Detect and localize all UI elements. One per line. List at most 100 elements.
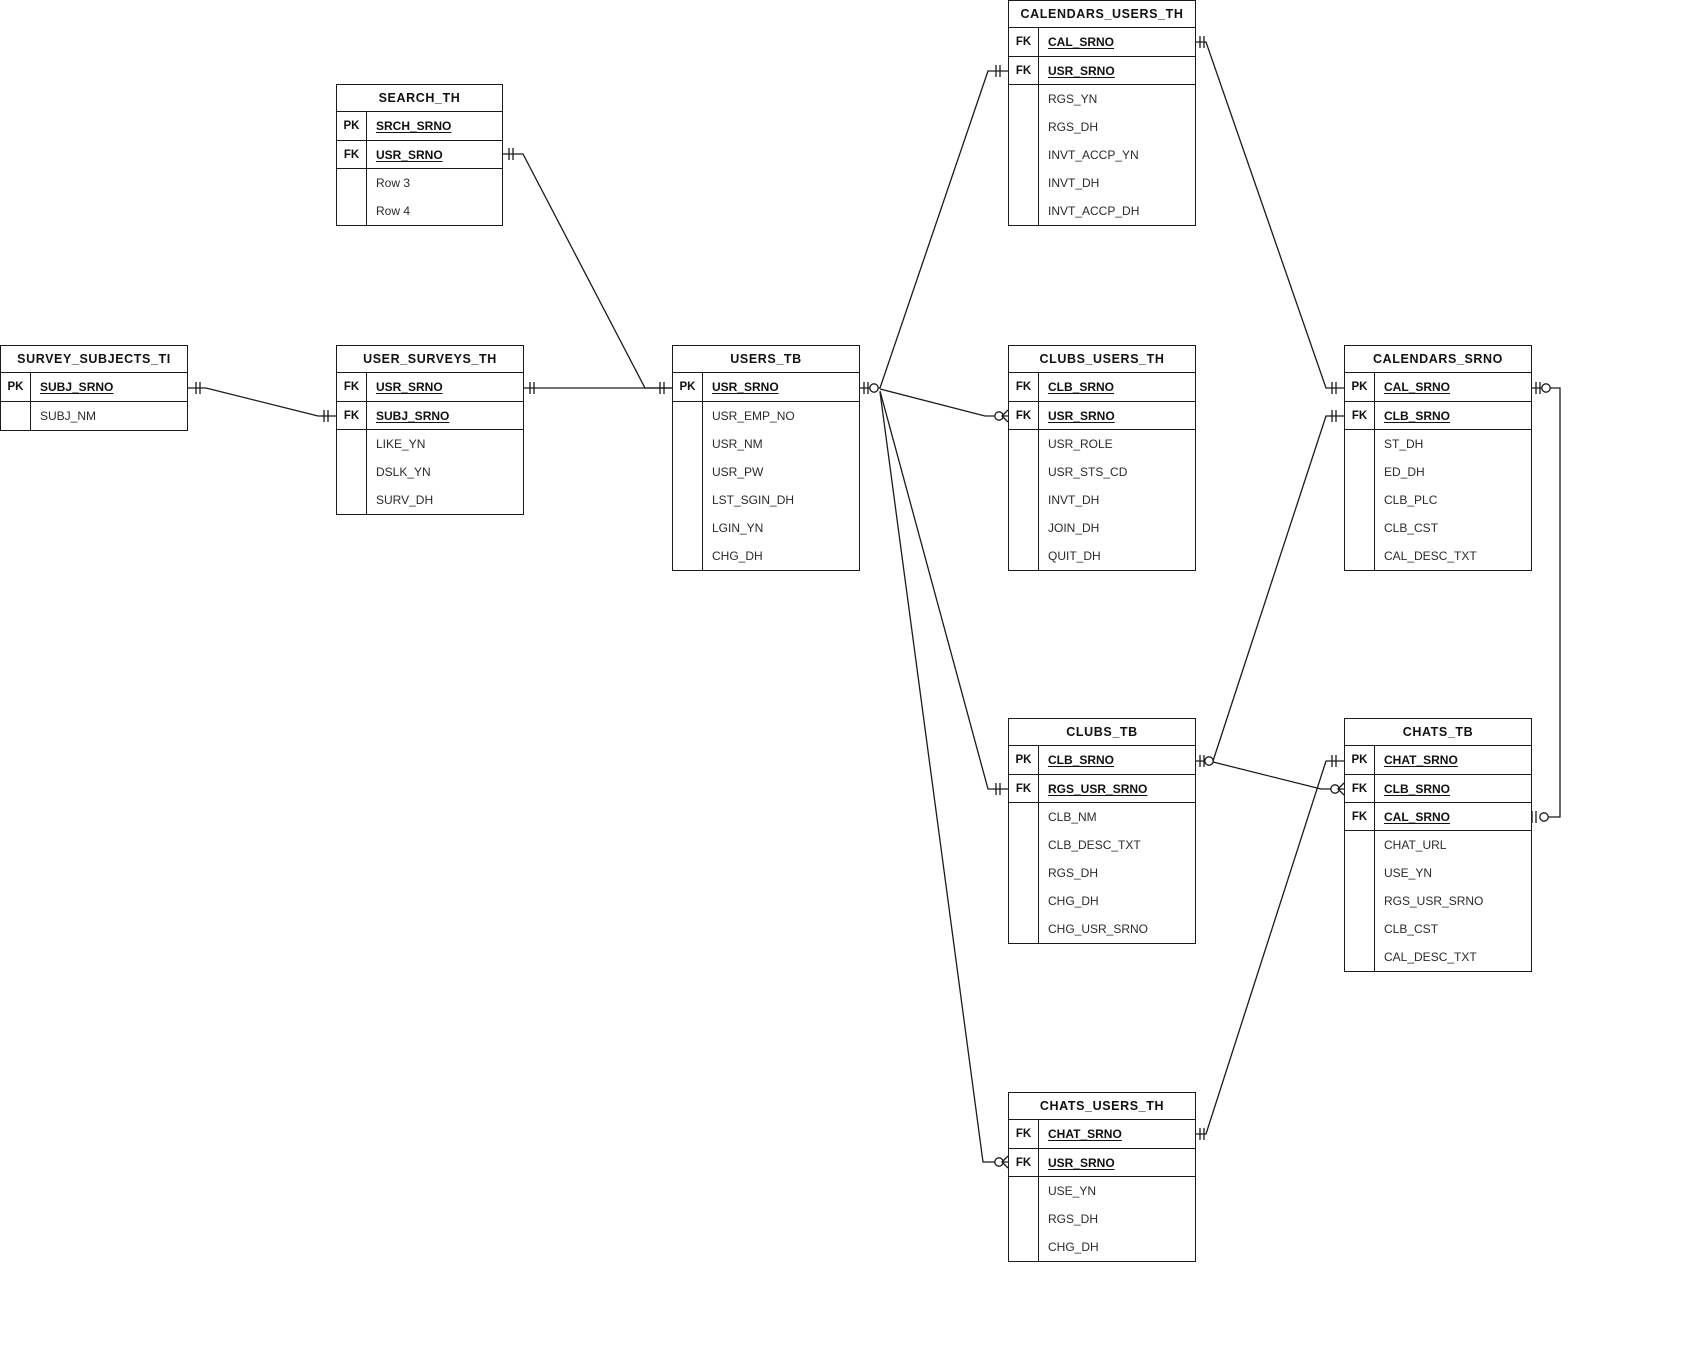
attribute-column-name: Row 3 [376,176,411,190]
attribute-row[interactable]: INVT_DH [1009,169,1195,197]
attribute-row[interactable]: SUBJ_NM [1,402,187,430]
non-key-attributes-block: Row 3 Row 4 [337,169,502,225]
rel-users-clubs-tb [879,390,1008,795]
rel-survey-subjects-user-surveys [188,382,336,422]
key-badge [337,169,367,197]
attribute-row[interactable]: QUIT_DH [1009,542,1195,570]
key-badge [1345,486,1375,514]
attribute-row[interactable]: LST_SGIN_DH [673,486,859,514]
attribute-row[interactable]: CHAT_URL [1345,831,1531,859]
rel-users-search [503,148,672,389]
attribute-row[interactable]: RGS_DH [1009,859,1195,887]
attribute-row[interactable]: CLB_NM [1009,803,1195,831]
attribute-row[interactable]: ST_DH [1345,430,1531,458]
key-badge [1009,803,1039,831]
key-badge: PK [337,112,367,140]
attribute-row[interactable]: CLB_DESC_TXT [1009,831,1195,859]
attribute-row[interactable]: JOIN_DH [1009,514,1195,542]
attribute-row[interactable]: INVT_DH [1009,486,1195,514]
key-column-name: SUBJ_SRNO [40,380,114,394]
key-badge [1009,197,1039,225]
attribute-row[interactable]: INVT_ACCP_DH [1009,197,1195,225]
rel-users-calendars-users [879,65,1008,389]
attribute-column-name: SUBJ_NM [40,409,97,423]
attribute-row[interactable]: USR_ROLE [1009,430,1195,458]
rel-chats-chats-users [1196,755,1344,1140]
attribute-row[interactable]: ED_DH [1345,458,1531,486]
key-badge: PK [1345,373,1375,401]
attribute-column-name: USR_PW [712,465,764,479]
attribute-row[interactable]: USE_YN [1009,1177,1195,1205]
attribute-row[interactable]: LGIN_YN [673,514,859,542]
attribute-row[interactable]: CLB_PLC [1345,486,1531,514]
attribute-row[interactable]: USR_STS_CD [1009,458,1195,486]
attribute-row[interactable]: Row 4 [337,197,502,225]
attribute-row[interactable]: USR_EMP_NO [673,402,859,430]
attribute-row[interactable]: RGS_DH [1009,113,1195,141]
entity-title: SURVEY_SUBJECTS_TI [1,346,187,373]
attribute-row[interactable]: Row 3 [337,169,502,197]
attribute-column-name: CHG_USR_SRNO [1048,922,1149,936]
attribute-row[interactable]: CHG_DH [1009,887,1195,915]
key-badge [1009,169,1039,197]
rel-clubs-calendars [1212,410,1344,762]
attribute-column-name: Row 4 [376,204,411,218]
attribute-row[interactable]: CAL_DESC_TXT [1345,943,1531,971]
attribute-column-name: RGS_DH [1048,120,1099,134]
attribute-row[interactable]: CAL_DESC_TXT [1345,542,1531,570]
attribute-row[interactable]: DSLK_YN [337,458,523,486]
attribute-column-name: CHG_DH [712,549,763,563]
non-key-attributes-block: SUBJ_NM [1,402,187,430]
attribute-row[interactable]: SURV_DH [337,486,523,514]
key-badge [673,402,703,430]
attribute-row[interactable]: CHG_USR_SRNO [1009,915,1195,943]
attribute-row[interactable]: RGS_DH [1009,1205,1195,1233]
attribute-row[interactable]: CLB_CST [1345,915,1531,943]
attribute-column-name: USR_ROLE [1048,437,1113,451]
attribute-row[interactable]: CHG_DH [1009,1233,1195,1261]
key-column-name: SUBJ_SRNO [376,408,450,423]
attribute-row[interactable]: LIKE_YN [337,430,523,458]
attribute-row[interactable]: USE_YN [1345,859,1531,887]
key-column-name: CLB_SRNO [1384,408,1451,423]
attribute-row[interactable]: CHG_DH [673,542,859,570]
attribute-row[interactable]: USR_PW [673,458,859,486]
attribute-row[interactable]: INVT_ACCP_YN [1009,141,1195,169]
attribute-row[interactable]: RGS_USR_SRNO [1345,887,1531,915]
key-badge [1345,831,1375,859]
attribute-row[interactable]: USR_NM [673,430,859,458]
attribute-row[interactable]: CLB_CST [1345,514,1531,542]
attribute-row[interactable]: RGS_YN [1009,85,1195,113]
